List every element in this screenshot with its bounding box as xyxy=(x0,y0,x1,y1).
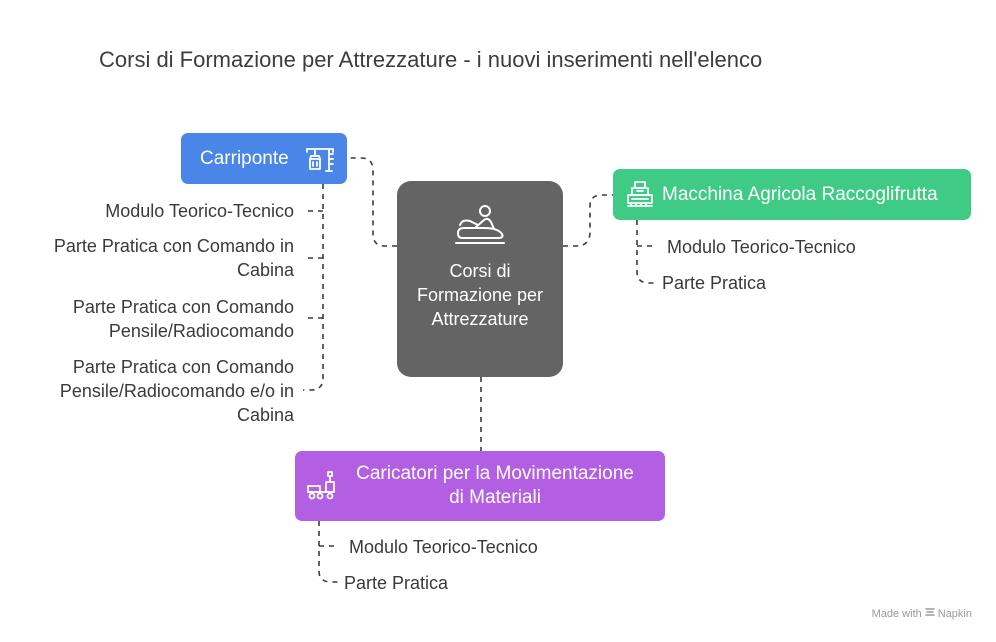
category-label: Carriponte xyxy=(200,147,289,169)
list-item: Modulo Teorico-Tecnico xyxy=(667,237,856,257)
connector-macchina-items xyxy=(636,220,656,284)
connector-carriponte-items xyxy=(303,184,324,391)
napkin-brand-text: Napkin xyxy=(937,607,972,620)
list-item: Parte Pratica con Comando Pensile/Radioc… xyxy=(59,357,294,425)
pallet-jack-icon xyxy=(306,470,336,509)
list-item: Modulo Teorico-Tecnico xyxy=(349,537,538,557)
list-item: Parte Pratica con Comando Pensile/Radioc… xyxy=(72,297,294,341)
center-node: Corsi di Formazione per Attrezzature xyxy=(397,181,563,377)
center-label: Corsi di Formazione per Attrezzature xyxy=(416,261,544,329)
made-with-credit[interactable]: Made with Napkin xyxy=(872,607,972,620)
category-macchina-agricola: Macchina Agricola Raccoglifrutta xyxy=(613,169,971,220)
connector-center-carriponte xyxy=(347,157,397,247)
category-caricatori: Caricatori per la Movimentazione di Mate… xyxy=(295,451,665,521)
list-item: Parte Pratica xyxy=(662,273,767,293)
list-item: Parte Pratica xyxy=(344,573,449,593)
list-item: Modulo Teorico-Tecnico xyxy=(105,201,294,221)
category-label: Caricatori per la Movimentazione di Mate… xyxy=(356,463,634,508)
harvester-icon xyxy=(625,179,655,215)
diagram-title: Corsi di Formazione per Attrezzature - i… xyxy=(99,47,763,72)
category-carriponte: Carriponte xyxy=(181,133,347,184)
napkin-logo-icon xyxy=(925,607,935,620)
made-with-text: Made with xyxy=(871,607,922,620)
connector-center-macchina xyxy=(563,194,613,247)
list-item: Parte Pratica con Comando in Cabina xyxy=(53,236,294,280)
crane-icon xyxy=(305,144,335,180)
connector-caricatori-items xyxy=(318,521,338,583)
massage-training-icon xyxy=(454,203,506,252)
category-label: Macchina Agricola Raccoglifrutta xyxy=(662,183,938,205)
